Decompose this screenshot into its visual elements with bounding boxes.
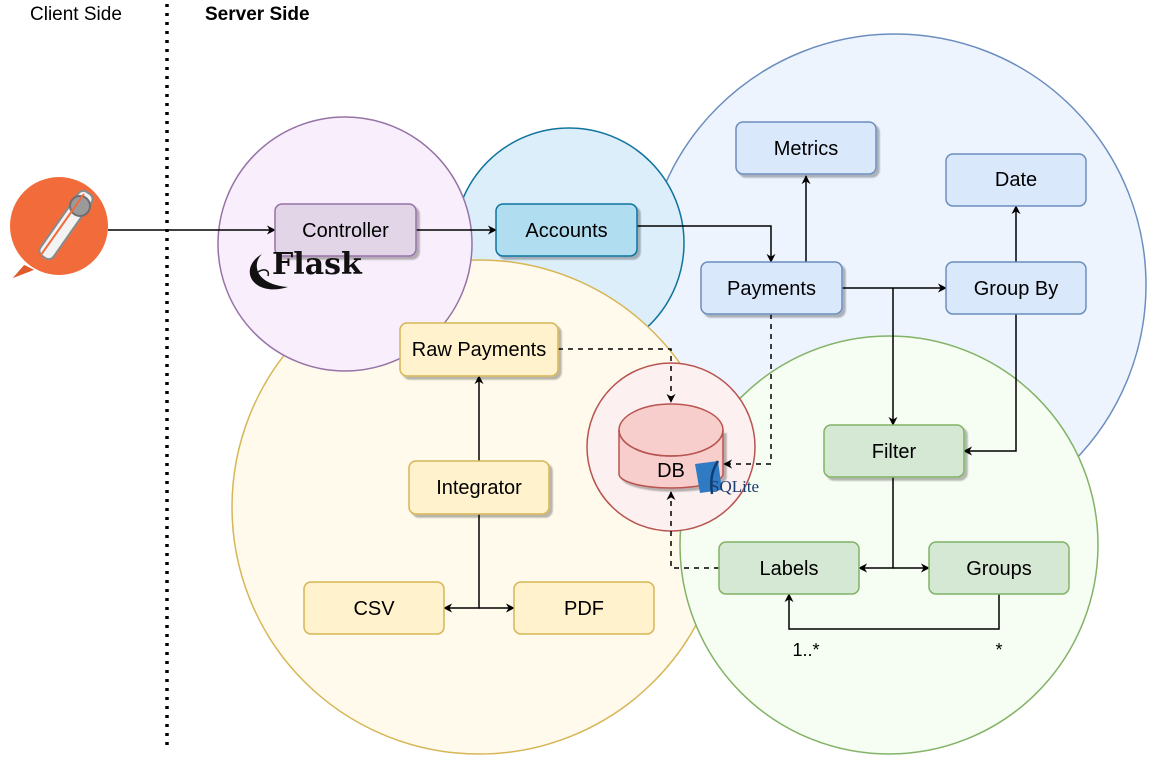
edge-accounts-to-payments xyxy=(637,225,776,263)
metrics-node[interactable]: Metrics xyxy=(735,121,877,175)
groups-node[interactable]: Groups xyxy=(928,541,1070,595)
labels-label: Labels xyxy=(760,558,819,580)
integrator-node[interactable]: Integrator xyxy=(408,460,550,515)
date-node[interactable]: Date xyxy=(945,153,1087,207)
sqlite-logo: SQLite xyxy=(695,460,759,496)
accounts-label: Accounts xyxy=(525,220,607,242)
client-side-label: Client Side xyxy=(30,4,122,25)
group-by-label: Group By xyxy=(974,278,1058,300)
csv-node[interactable]: CSV xyxy=(303,581,445,635)
csv-label: CSV xyxy=(353,598,395,620)
labels-node[interactable]: Labels xyxy=(718,541,860,595)
payments-label: Payments xyxy=(727,278,816,300)
postman-icon xyxy=(9,177,108,281)
accounts-node[interactable]: Accounts xyxy=(495,203,638,257)
group-by-node[interactable]: Group By xyxy=(945,261,1087,315)
multiplicity-labels-end: 1..* xyxy=(792,640,819,660)
flask-logo-text: Flask xyxy=(272,247,363,282)
edge-payments-to-db xyxy=(723,314,772,469)
edge-raw-payments-to-db xyxy=(558,348,676,403)
flask-logo: Flask xyxy=(249,247,363,290)
payments-node[interactable]: Payments xyxy=(700,261,843,315)
raw-payments-label: Raw Payments xyxy=(412,339,547,361)
edge-group-by-to-filter xyxy=(963,314,1017,456)
edge-groups-to-labels xyxy=(784,593,1000,630)
integrator-label: Integrator xyxy=(436,477,522,499)
metrics-label: Metrics xyxy=(774,138,838,160)
filter-node[interactable]: Filter xyxy=(823,424,965,478)
groups-label: Groups xyxy=(966,558,1032,580)
sqlite-logo-text: SQLite xyxy=(710,477,759,496)
pdf-node[interactable]: PDF xyxy=(513,581,655,635)
raw-payments-node[interactable]: Raw Payments xyxy=(399,322,559,377)
server-side-label: Server Side xyxy=(205,4,310,25)
multiplicity-groups-end: * xyxy=(995,640,1002,660)
pdf-label: PDF xyxy=(564,598,604,620)
controller-label: Controller xyxy=(302,220,389,242)
date-label: Date xyxy=(995,169,1037,191)
filter-label: Filter xyxy=(872,441,917,463)
filter-zone xyxy=(679,335,1099,755)
db-label: DB xyxy=(657,460,685,482)
controller-node[interactable]: Controller xyxy=(274,203,417,257)
